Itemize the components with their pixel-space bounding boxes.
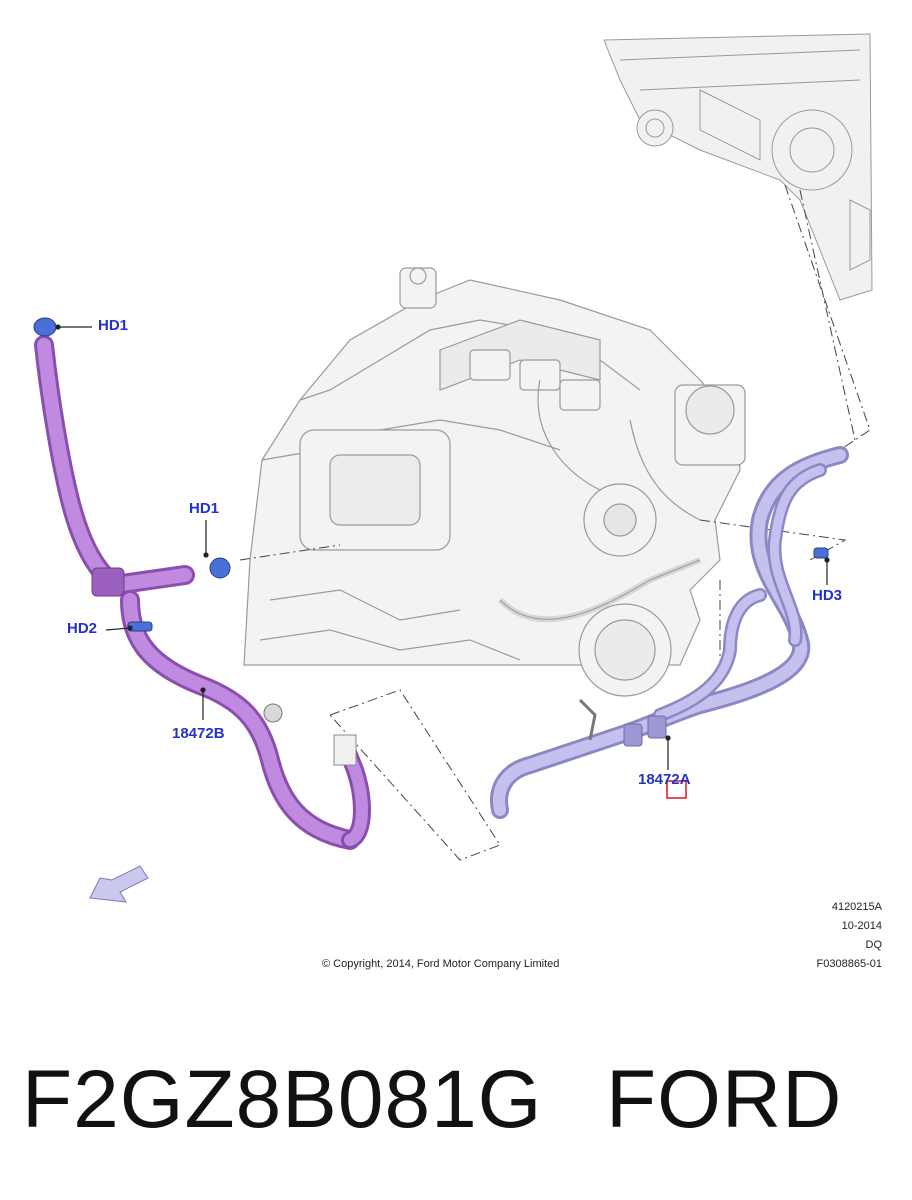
- illustration-code: 4120215A: [831, 901, 882, 913]
- callout-18472b: 18472B: [172, 725, 225, 742]
- callout-hd2: HD2: [67, 620, 98, 637]
- part-number: F2GZ8B081G: [22, 1054, 543, 1145]
- leader-lines: [239, 184, 871, 861]
- callout-leaders: [55, 324, 830, 770]
- hose-18472b: [34, 335, 371, 850]
- exploded-diagram: [33, 33, 873, 903]
- clamp-hd1-top: [33, 317, 57, 337]
- callout-hd1-mid: HD1: [189, 500, 220, 517]
- hose-18472a: [490, 446, 849, 819]
- callout-hd1-top: HD1: [98, 317, 129, 334]
- callout-hd3: HD3: [812, 587, 843, 604]
- highlight-box: [666, 780, 687, 799]
- copyright-notice: © Copyright, 2014, Ford Motor Company Li…: [322, 958, 560, 970]
- clamp-hd1-mid: [209, 557, 231, 579]
- clamp-hd3: [813, 547, 829, 559]
- illustration-date: 10-2014: [841, 920, 882, 932]
- part-banner: F2GZ8B081G FORD: [0, 1040, 912, 1170]
- transmission-housing: [603, 33, 873, 301]
- front-direction-arrow-icon: [89, 865, 149, 903]
- callout-18472a: 18472A: [638, 771, 691, 788]
- illustration-dq-code: DQ: [865, 939, 883, 951]
- figure-code: F0308865-01: [816, 958, 882, 970]
- engine-block: [243, 267, 746, 697]
- hose-clamps: [33, 317, 829, 632]
- brand-name: FORD: [606, 1054, 843, 1145]
